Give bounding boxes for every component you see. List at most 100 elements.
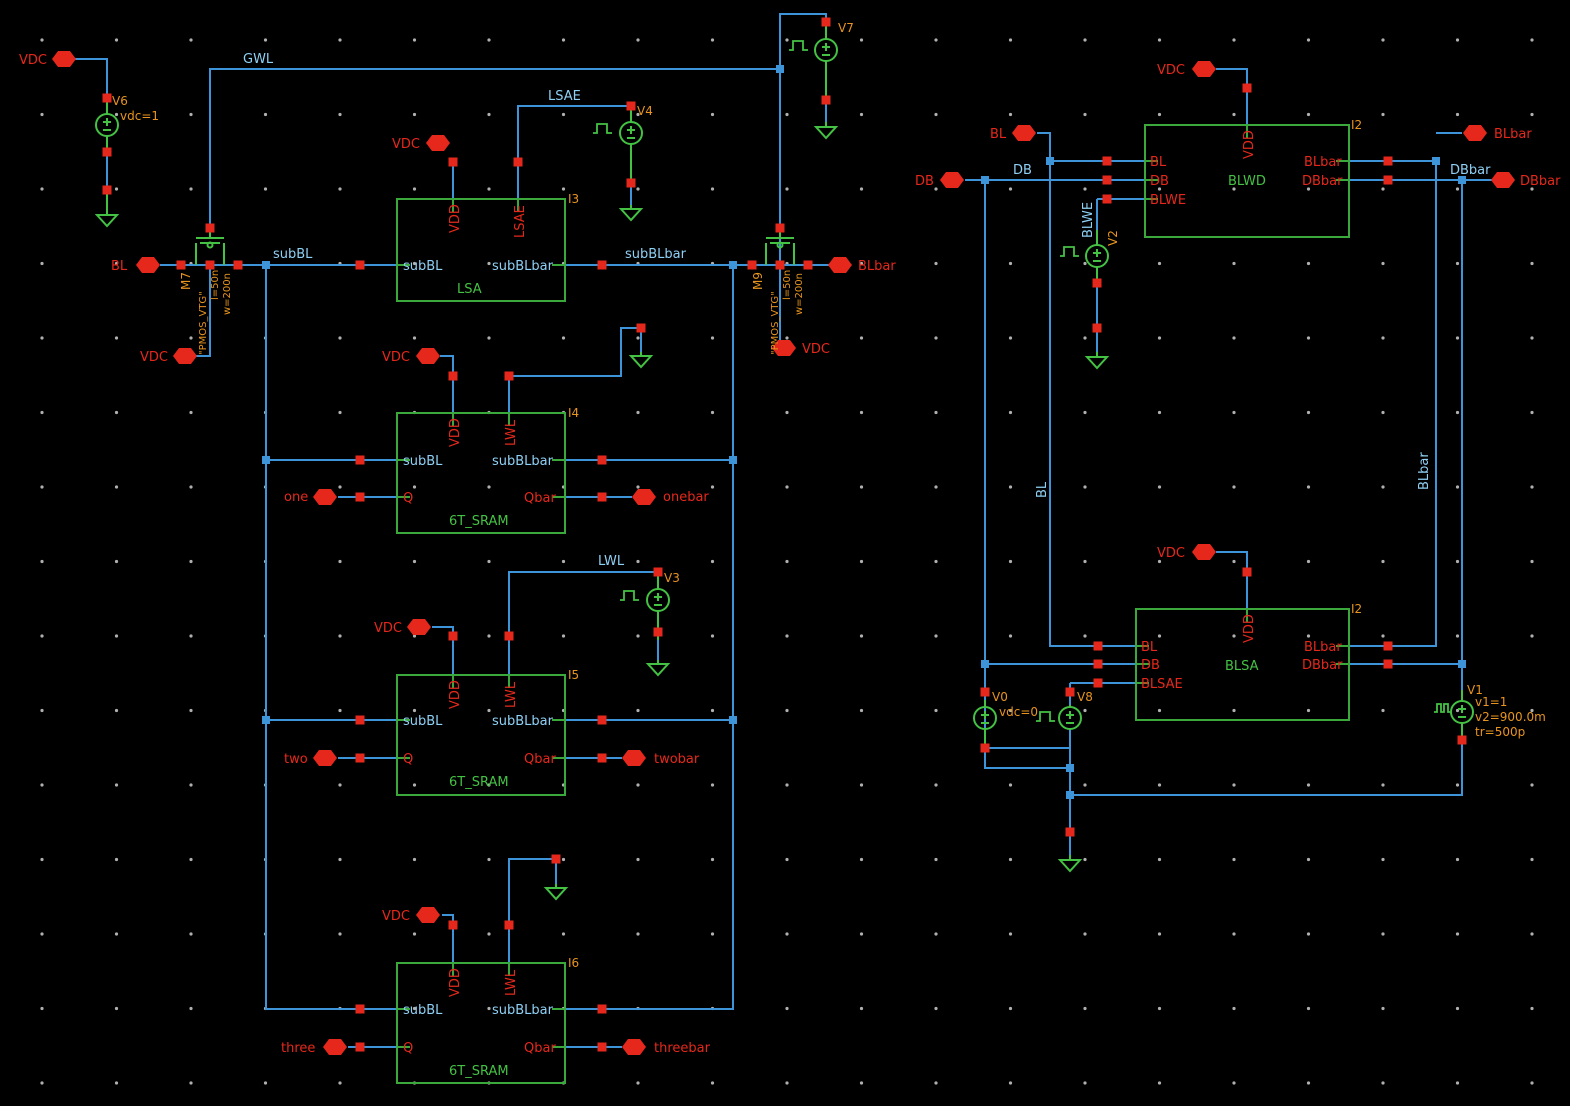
pin-marker	[597, 455, 607, 465]
source-label-v6: V6	[112, 94, 128, 108]
transistor-w-m7: w=200n	[222, 273, 233, 315]
port-label-blbar: BLbar	[1494, 127, 1532, 142]
pin-marker	[1093, 641, 1103, 651]
pin-marker	[355, 715, 365, 725]
wire-vdc-v6	[75, 58, 108, 98]
pin-marker	[626, 101, 636, 111]
net-label-subblbar: subBLbar	[625, 247, 687, 262]
wire-m7-vdc	[196, 265, 211, 357]
pin-marker	[355, 753, 365, 763]
pin-marker	[653, 567, 663, 577]
ground-4	[628, 352, 654, 369]
pin-marker	[1102, 194, 1112, 204]
port-label-two: two	[284, 752, 308, 767]
block-pin-stubs	[397, 125, 1349, 1048]
transistor-model-m7: "PMOS_VTG"	[198, 291, 209, 355]
instance-id-i5: I5	[568, 668, 579, 682]
pin-label-q: Q	[403, 1041, 413, 1056]
pin-marker	[102, 93, 112, 103]
block-i4-sram	[396, 412, 566, 534]
pin-marker	[513, 157, 523, 167]
transistor-l-m9: l=50n	[782, 270, 793, 300]
pin-marker	[1383, 175, 1393, 185]
port-pin-icon	[136, 257, 160, 273]
source-param-v1: v2=900.0m	[1475, 710, 1546, 724]
pin-marker	[233, 260, 243, 270]
port-pin-icon	[426, 135, 450, 151]
port-label-vdc: VDC	[1157, 546, 1185, 561]
source-param-v1: v1=1	[1475, 695, 1507, 709]
block-type-lsa: LSA	[457, 282, 482, 297]
pin-marker	[597, 492, 607, 502]
source-label-v1: V1	[1467, 683, 1483, 697]
port-label-bl: BL	[990, 127, 1007, 142]
source-param-v0: vdc=0	[999, 705, 1038, 719]
net-label-blwe: BLWE	[1081, 202, 1096, 238]
pin-marker	[980, 687, 990, 697]
pin-marker	[1242, 567, 1252, 577]
instance-id-i2: I2	[1351, 118, 1362, 132]
port-label-vdc: VDC	[382, 350, 410, 365]
net-label-db: DB	[1013, 163, 1032, 178]
ground-2	[813, 122, 839, 140]
pin-marker	[1093, 678, 1103, 688]
pin-label-db: DB	[1141, 658, 1160, 673]
pin-label-vdd: VDD	[448, 680, 463, 709]
port-label-vdc: VDC	[382, 909, 410, 924]
pin-marker	[1102, 175, 1112, 185]
pin-marker	[355, 455, 365, 465]
wire-lsae	[517, 105, 631, 162]
pin-label-blsae: BLSAE	[1141, 677, 1183, 692]
pin-marker	[597, 1042, 607, 1052]
port-label-three: three	[281, 1041, 315, 1056]
net-label-blbar: BLbar	[1417, 452, 1432, 490]
transistors	[195, 228, 795, 265]
pin-label-blbar: BLbar	[1304, 155, 1342, 170]
port-label-onebar: onebar	[663, 490, 709, 505]
port-label-blbar: BLbar	[858, 259, 896, 274]
pin-marker	[355, 1004, 365, 1014]
port-label-vdc: VDC	[374, 621, 402, 636]
net-label-bl: BL	[1035, 481, 1050, 498]
pin-label-vdd: VDD	[448, 968, 463, 997]
ground-5	[645, 660, 671, 677]
pin-label-subbl: subBL	[403, 259, 443, 274]
pin-label-qbar: Qbar	[524, 752, 556, 767]
port-label-bl: BL	[111, 259, 128, 274]
port-pin-icon	[828, 257, 852, 273]
pin-marker	[176, 260, 186, 270]
pin-marker	[448, 920, 458, 930]
block-i6-sram	[396, 962, 566, 1084]
pin-label-bl: BL	[1150, 155, 1167, 170]
pin-label-subblbar: subBLbar	[492, 259, 554, 274]
block-type-blsa: BLSA	[1225, 659, 1259, 674]
net-label-subbl: subBL	[273, 247, 313, 262]
wire-i1-vdd	[1216, 551, 1248, 609]
pin-marker	[775, 223, 785, 233]
transistor-label-m7: M7	[179, 272, 193, 290]
pin-label-subbl: subBL	[403, 454, 443, 469]
pin-marker	[1457, 735, 1467, 745]
source-label-v4: V4	[637, 104, 653, 118]
pin-label-qbar: Qbar	[524, 491, 556, 506]
pin-marker	[821, 95, 831, 105]
pin-marker	[1383, 156, 1393, 166]
pin-marker	[626, 178, 636, 188]
pin-label-lsae: LSAE	[513, 205, 528, 238]
port-label-vdc: VDC	[1157, 63, 1185, 78]
pin-marker	[448, 371, 458, 381]
pin-marker	[355, 260, 365, 270]
pin-marker	[102, 185, 112, 195]
port-pin-icon	[1491, 172, 1515, 188]
pin-marker	[448, 631, 458, 641]
pin-marker	[1092, 278, 1102, 288]
port-pin-icon	[1192, 61, 1216, 77]
port-pin-icon	[1192, 544, 1216, 560]
wire-subbl-bus	[265, 265, 398, 1010]
pin-marker	[597, 753, 607, 763]
block-i5-sram	[396, 674, 566, 796]
transistor-l-m7: l=50n	[210, 270, 221, 300]
port-pin-icon	[313, 750, 337, 766]
port-pin-icon	[313, 489, 337, 505]
